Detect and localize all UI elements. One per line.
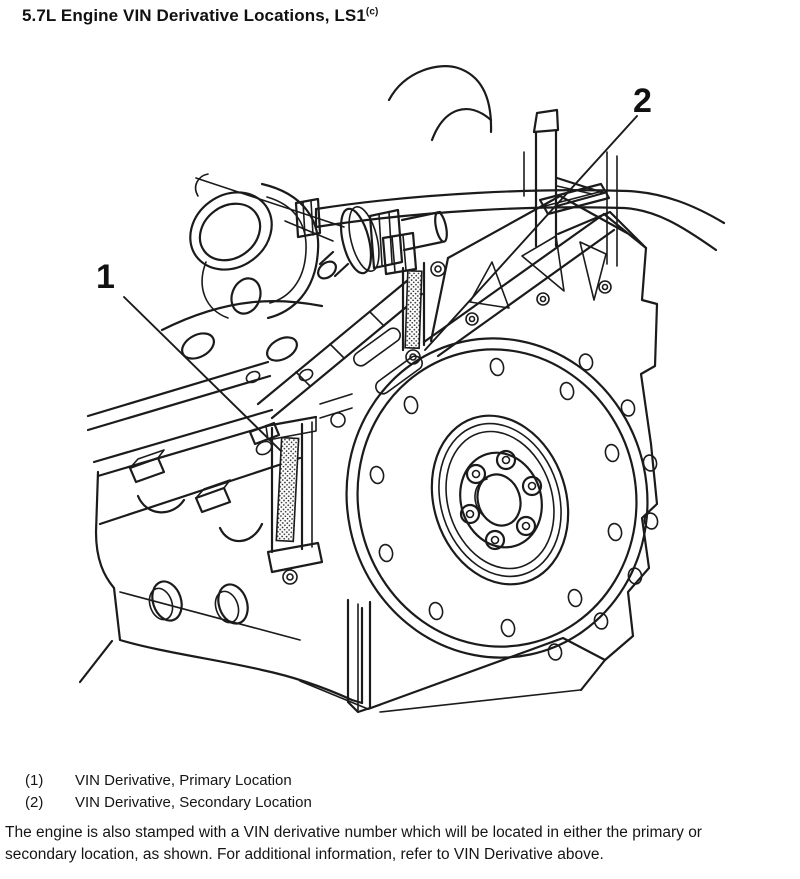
legend-item-2-label: VIN Derivative, Secondary Location bbox=[75, 794, 312, 811]
engine-block bbox=[78, 332, 353, 684]
page-title: 5.7L Engine VIN Derivative Locations, LS… bbox=[22, 6, 378, 26]
page-title-superscript: (c) bbox=[365, 6, 379, 18]
legend-item-2-number: (2) bbox=[25, 794, 44, 811]
water-outlet-port bbox=[160, 173, 324, 332]
bolt-fitting-washer bbox=[195, 177, 448, 280]
vin-primary-stamp-pad bbox=[264, 415, 324, 585]
legend: (1) VIN Derivative, Primary Location (2) V… bbox=[25, 770, 312, 814]
oil-pan bbox=[94, 456, 372, 714]
callout-number-1: 1 bbox=[96, 258, 115, 296]
bellhousing-flange bbox=[353, 210, 659, 713]
flywheel bbox=[345, 337, 649, 659]
legend-item-1-label: VIN Derivative, Primary Location bbox=[75, 772, 292, 789]
legend-item-1-number: (1) bbox=[25, 772, 44, 789]
footnote-paragraph: The engine is also stamped with a VIN de… bbox=[5, 824, 702, 863]
callout-leader-lines bbox=[123, 115, 638, 452]
page-title-text: 5.7L Engine VIN Derivative Locations, LS… bbox=[22, 6, 366, 25]
callout-number-2: 2 bbox=[633, 82, 652, 120]
legend-item-2: (2) VIN Derivative, Secondary Location bbox=[25, 792, 312, 814]
lift-bracket-truss bbox=[422, 194, 648, 358]
coolant-hose-and-tube bbox=[387, 65, 618, 267]
legend-item-1: (1) VIN Derivative, Primary Location bbox=[25, 770, 312, 792]
diagonal-strut bbox=[256, 278, 424, 420]
vin-secondary-stamp-pad bbox=[401, 261, 426, 365]
